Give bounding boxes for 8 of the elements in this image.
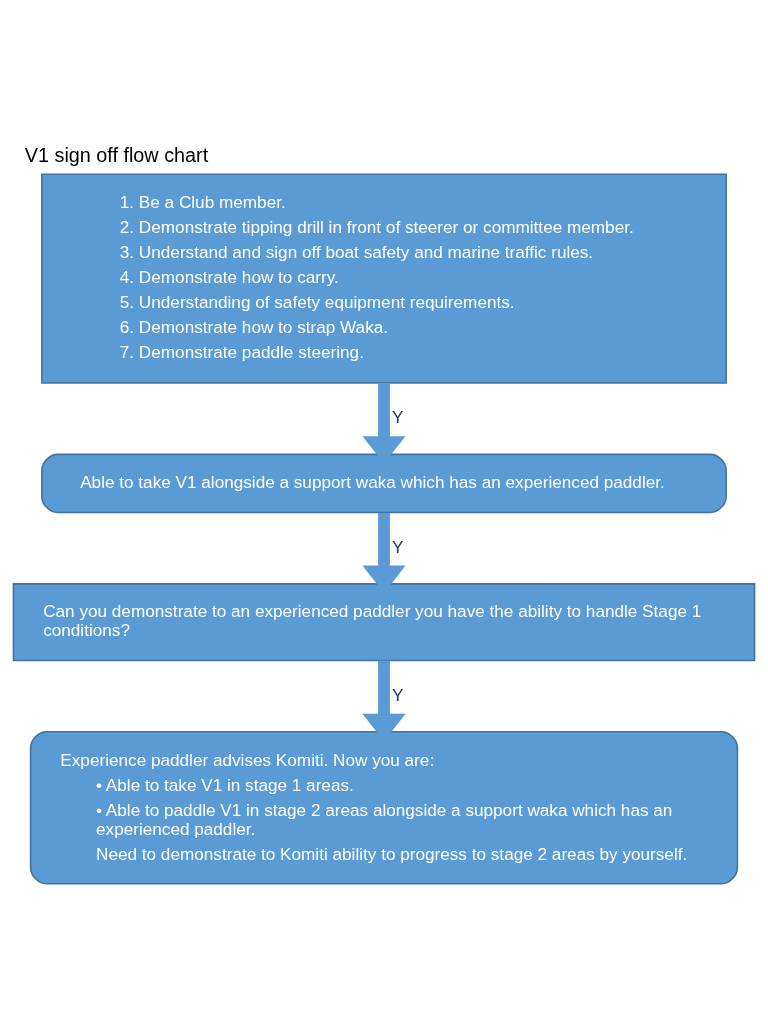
edge-label: Y <box>391 406 404 427</box>
node-box: 1. Be a Club member. 2. Demonstrate tipping drill in front of steerer or committee member. 3. Understand and sign off boat safety and marine traffic rules. 4. Demonstrate how to carry. 5. Understanding of safety equipment requirements. 6. Demonstrate how to strap Waka. 7. Demonstrate paddle steering. <box>41 173 727 384</box>
edge-label: Y <box>391 684 404 705</box>
node-box: Able to take V1 alongside a support waka which has an experienced paddler. <box>41 453 727 513</box>
edge-label: Y <box>391 536 404 557</box>
node-box: Can you demonstrate to an experienced paddler you have the ability to handle Stage 1 conditions? <box>12 582 756 661</box>
node-box: Experience paddler advises Komiti. Now you are: • Able to take V1 in stage 1 areas. • Able to paddle V1 in stage 2 areas alongside a support waka which has an experienced paddler. Need to demonstrate to Komiti ability to progress to stage 2 areas by yourself. <box>29 730 739 884</box>
diagram-title: V1 sign off flow chart <box>24 143 209 166</box>
